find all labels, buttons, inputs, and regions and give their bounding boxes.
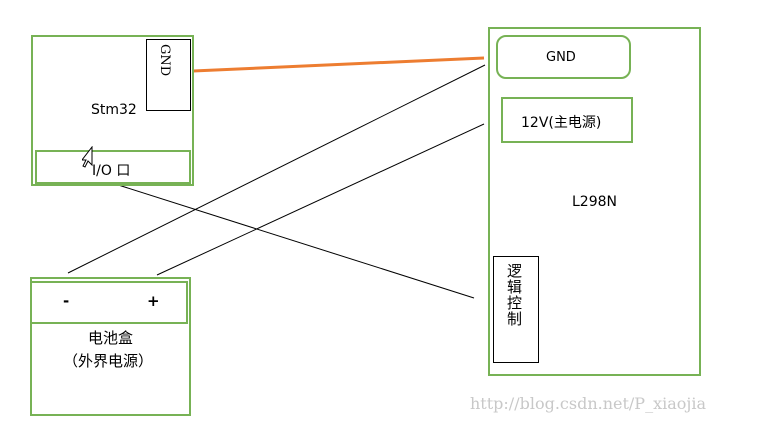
l298n-board: [488, 27, 701, 376]
battery-plus-wire: [156, 123, 485, 276]
l298n-logic-label: 逻辑控制: [505, 263, 523, 327]
l298n-gnd-label: GND: [546, 50, 576, 65]
gnd-wire: [192, 56, 485, 73]
l298n-power-terminal: [501, 97, 633, 143]
battery-sublabel: （外界电源）: [63, 352, 154, 370]
battery-box: [30, 277, 191, 416]
io-logic-wire: [111, 182, 475, 299]
l298n-logic-terminal: [493, 256, 539, 363]
stm32-gnd-pin: [146, 39, 191, 111]
stm32-io-label: I/O 口: [92, 163, 131, 179]
battery-plus-label: +: [147, 292, 160, 310]
cursor-icon: [82, 146, 93, 168]
watermark: http://blog.csdn.net/P_xiaojia: [470, 394, 706, 413]
battery-minus-label: -: [63, 292, 70, 310]
stm32-io-port: [35, 150, 191, 184]
stm32-gnd-label: GND: [157, 44, 172, 77]
battery-terminal-strip: [30, 281, 188, 324]
l298n-label: L298N: [572, 194, 617, 210]
stm32-board: [31, 35, 194, 186]
battery-label: 电池盒: [88, 329, 134, 347]
l298n-gnd-terminal: [496, 35, 631, 79]
battery-minus-wire: [67, 64, 486, 274]
stm32-label: Stm32: [91, 102, 137, 118]
l298n-power-label: 12V(主电源): [521, 115, 602, 131]
